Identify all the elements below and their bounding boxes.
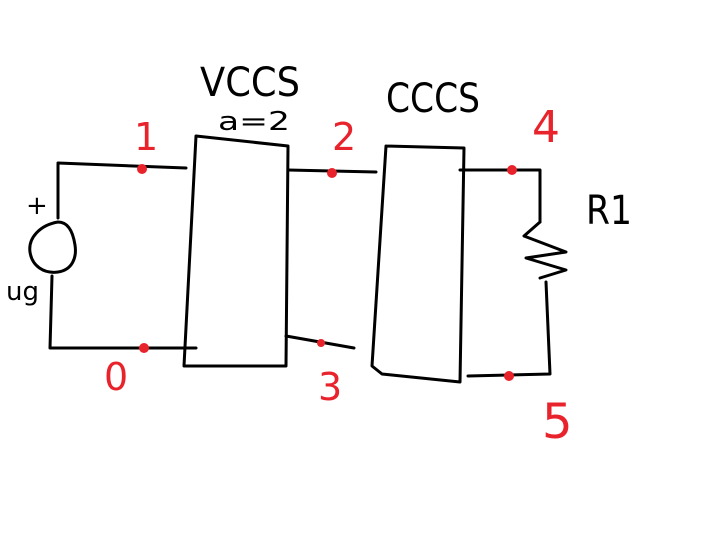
cccs-block: CCCS [370, 76, 480, 384]
node-label-1: 1 [134, 115, 158, 159]
source-circle [28, 220, 77, 274]
vccs-label: VCCS [200, 60, 300, 106]
resistor-zigzag [522, 220, 568, 280]
node-dots [137, 164, 517, 381]
node-label-3: 3 [318, 365, 342, 409]
vccs-param: a=2 [218, 107, 290, 137]
resistor-label: R1 [586, 188, 632, 234]
node-label-2: 2 [332, 115, 356, 159]
node-dot-3 [317, 339, 325, 347]
vccs-box [182, 134, 290, 368]
node-dot-5 [504, 371, 514, 381]
output-network: R1 [458, 168, 632, 378]
output-bottom-wire [466, 280, 552, 378]
source-top-wire [56, 161, 188, 220]
voltage-source: + ug [6, 161, 198, 350]
source-bottom-wire [48, 274, 198, 350]
source-label: ug [6, 277, 39, 307]
node-label-4: 4 [532, 102, 560, 153]
node-dot-2 [327, 168, 337, 178]
node-dot-1 [137, 164, 147, 174]
vccs-block: VCCS a=2 [182, 60, 300, 368]
node-dot-4 [507, 165, 517, 175]
node-labels: 1 0 2 3 4 5 [104, 102, 573, 450]
cccs-box [370, 144, 466, 384]
node-label-0: 0 [104, 355, 128, 399]
node-dot-0 [139, 343, 149, 353]
source-plus-sign: + [26, 191, 48, 221]
cccs-label: CCCS [386, 76, 480, 122]
node-label-5: 5 [542, 394, 573, 450]
output-top-wire [458, 168, 542, 224]
